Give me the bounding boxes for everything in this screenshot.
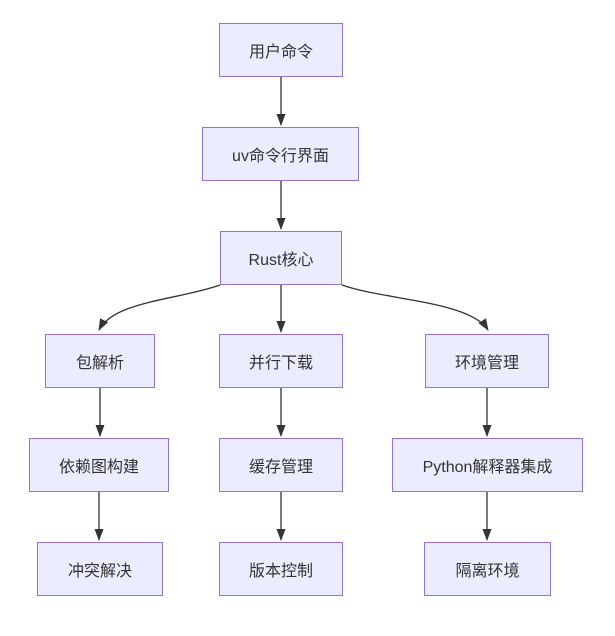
node-label: 冲突解决 — [67, 563, 132, 580]
node-label: 并行下载 — [248, 355, 313, 372]
node-label: 隔离环境 — [455, 563, 520, 580]
node-conflict-resolution: 冲突解决 — [37, 542, 163, 596]
node-version-control: 版本控制 — [219, 542, 343, 596]
node-label: 包解析 — [75, 355, 124, 372]
node-user-command: 用户命令 — [219, 23, 343, 77]
node-rust-core: Rust核心 — [220, 231, 342, 285]
node-label: 环境管理 — [454, 355, 519, 372]
node-uv-cli: uv命令行界面 — [202, 127, 359, 181]
edge-rust-core-to-env-management — [341, 284, 489, 331]
edge-rust-core-to-package-resolution — [98, 284, 221, 331]
node-label: 依赖图构建 — [58, 459, 139, 476]
node-label: uv命令行界面 — [232, 148, 329, 165]
node-label: Python解释器集成 — [422, 459, 553, 476]
node-label: 用户命令 — [248, 44, 313, 61]
node-label: Rust核心 — [248, 252, 314, 269]
node-cache-management: 缓存管理 — [219, 438, 343, 492]
node-env-management: 环境管理 — [425, 334, 549, 388]
node-parallel-download: 并行下载 — [219, 334, 343, 388]
node-isolated-environment: 隔离环境 — [424, 542, 551, 596]
node-label: 缓存管理 — [248, 459, 313, 476]
node-dependency-graph: 依赖图构建 — [29, 438, 169, 492]
node-label: 版本控制 — [248, 563, 313, 580]
node-python-interpreter-integration: Python解释器集成 — [392, 438, 583, 492]
node-package-resolution: 包解析 — [45, 334, 155, 388]
